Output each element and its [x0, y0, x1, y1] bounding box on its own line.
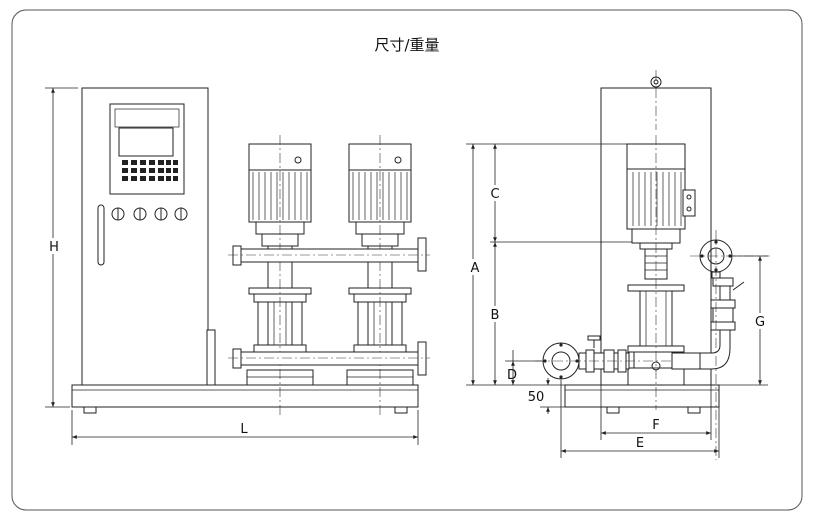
label-50: 50 — [528, 390, 545, 405]
dimension-f: F — [600, 385, 712, 440]
dimension-b: B — [488, 242, 502, 385]
door-handle — [97, 204, 105, 266]
switch-knobs — [111, 207, 188, 221]
dimension-h: H — [45, 87, 78, 408]
dimension-50: 50 — [528, 378, 565, 414]
suction-manifold — [232, 341, 427, 376]
label-g: G — [755, 315, 765, 330]
side-discharge-pipe — [671, 230, 770, 460]
control-cabinet — [81, 87, 216, 386]
border — [11, 9, 803, 511]
label-c: C — [490, 187, 499, 202]
dimension-d: D — [505, 350, 542, 385]
dimension-l: L — [71, 410, 419, 445]
pump-units — [246, 135, 414, 415]
label-h: H — [49, 240, 59, 255]
label-f: F — [652, 418, 659, 433]
front-view: H L — [45, 87, 430, 445]
label-b: B — [491, 308, 500, 323]
base-frame — [71, 384, 419, 408]
dimension-g: G — [719, 255, 768, 386]
side-view: A C B D 50 — [466, 70, 770, 460]
drawing-title: 尺寸/重量 — [374, 36, 439, 54]
label-d: D — [507, 368, 517, 383]
side-motor — [626, 143, 696, 244]
discharge-manifold — [232, 237, 427, 272]
dimension-a: A — [466, 143, 627, 386]
label-a: A — [471, 261, 480, 276]
dimension-c: C — [488, 144, 632, 243]
label-l: L — [240, 422, 248, 437]
label-e: E — [636, 436, 644, 451]
dimension-e: E — [560, 380, 720, 458]
